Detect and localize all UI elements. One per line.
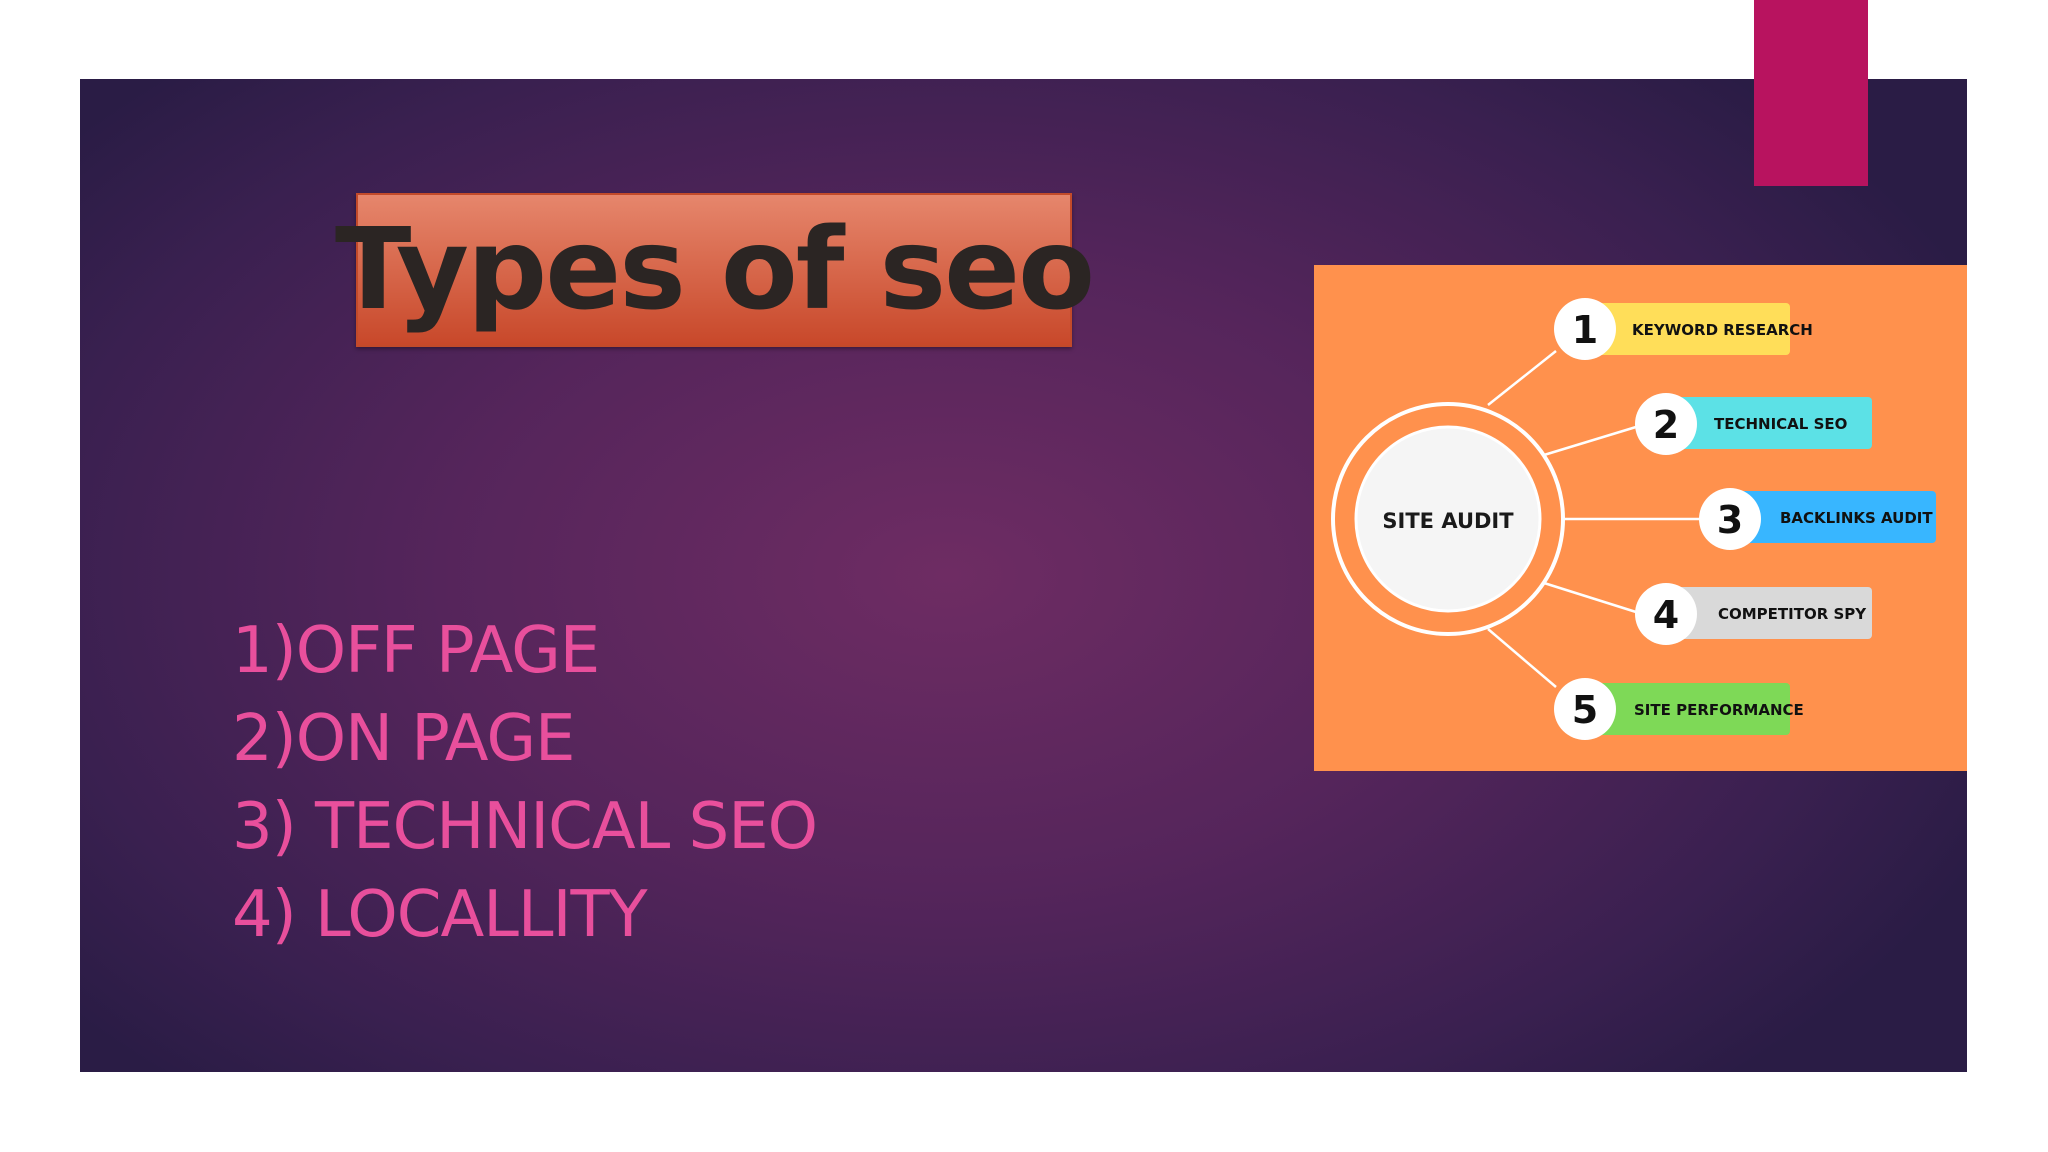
item-number-circle-5 (1554, 678, 1616, 740)
outer-ring (1331, 402, 1565, 636)
seo-type-item: 2)ON PAGE (232, 702, 575, 776)
item-number-circle-4 (1635, 583, 1697, 645)
item-label-2: TECHNICAL SEO (1714, 415, 1847, 433)
center-circle (1354, 425, 1542, 613)
item-number-5: 5 (1572, 688, 1598, 732)
connector-line-2 (1543, 425, 1637, 457)
item-label-4: COMPETITOR SPY (1718, 605, 1867, 623)
seo-types-list: 1)OFF PAGE 2)ON PAGE 3) TECHNICAL SEO 4)… (232, 607, 818, 959)
item-label-bar-5 (1584, 683, 1790, 735)
diagram-item-5: 5 SITE PERFORMANCE (1554, 678, 1804, 740)
seo-type-item: 1)OFF PAGE (232, 614, 600, 688)
connector-line-4 (1543, 581, 1637, 614)
item-number-4: 4 (1653, 593, 1679, 637)
seo-type-item: 4) LOCALLITY (232, 878, 648, 952)
item-number-circle-2 (1635, 393, 1697, 455)
site-audit-diagram: SITE AUDIT 1 KEYWORD RESEARCH 2 TECHNICA… (1314, 265, 1967, 771)
item-label-bar-3 (1730, 491, 1936, 543)
item-number-2: 2 (1653, 403, 1679, 447)
connector-line-1 (1487, 350, 1557, 406)
title-box: Types of seo (335, 193, 1095, 347)
center-label: SITE AUDIT (1382, 509, 1514, 533)
seo-type-item: 3) TECHNICAL SEO (232, 790, 818, 864)
item-label-1: KEYWORD RESEARCH (1632, 321, 1813, 339)
item-number-circle-1 (1554, 298, 1616, 360)
connector-lines (1487, 350, 1700, 688)
slide-title: Types of seo (334, 205, 1095, 335)
item-number-3: 3 (1717, 498, 1743, 542)
diagram-item-1: 1 KEYWORD RESEARCH (1554, 298, 1813, 360)
item-number-circle-3 (1699, 488, 1761, 550)
item-number-1: 1 (1572, 308, 1598, 352)
item-label-5: SITE PERFORMANCE (1634, 701, 1804, 719)
item-label-bar-1 (1584, 303, 1790, 355)
item-label-bar-2 (1666, 397, 1872, 449)
item-label-bar-4 (1666, 587, 1872, 639)
slide: Types of seo 1)OFF PAGE 2)ON PAGE 3) TEC… (80, 79, 1967, 1072)
item-label-3: BACKLINKS AUDIT (1780, 509, 1933, 527)
accent-bar (1754, 0, 1868, 186)
diagram-item-4: 4 COMPETITOR SPY (1635, 583, 1872, 645)
diagram-item-3: 3 BACKLINKS AUDIT (1699, 488, 1936, 550)
diagram-item-2: 2 TECHNICAL SEO (1635, 393, 1872, 455)
connector-line-5 (1487, 628, 1557, 688)
